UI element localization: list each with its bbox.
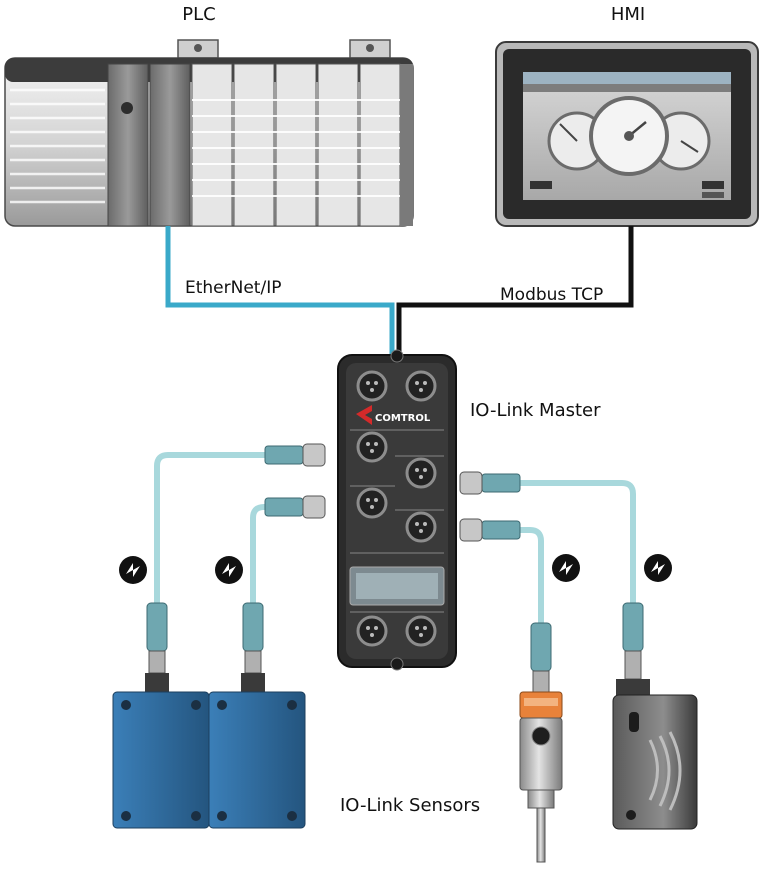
m12-connector-icon — [146, 602, 644, 694]
io-link-master-device: COMTROL — [337, 349, 457, 671]
gauge-icon — [547, 96, 711, 176]
m12-connector-icon — [264, 443, 521, 542]
pressure-sensor — [519, 691, 563, 863]
io-link-symbol-icon — [215, 556, 243, 584]
blue-photoelectric-sensor — [112, 673, 210, 829]
ethernet-ip-label: EtherNet/IP — [185, 278, 281, 298]
io-link-symbol-icon — [644, 554, 672, 582]
io-link-symbol-icon — [552, 554, 580, 582]
brand-label: COMTROL — [375, 413, 431, 424]
io-link-cable — [517, 480, 636, 608]
io-link-cable — [154, 452, 268, 608]
gray-inductive-sensor — [612, 679, 698, 830]
modbus-tcp-cable — [396, 226, 634, 355]
io-link-cable — [517, 527, 544, 628]
io-link-cable — [250, 504, 268, 608]
plc-device — [4, 39, 414, 227]
io-link-sensors-label: IO-Link Sensors — [340, 795, 480, 816]
plc-label: PLC — [182, 4, 215, 25]
modbus-tcp-label: Modbus TCP — [500, 285, 603, 305]
comtrol-logo-icon — [356, 405, 372, 425]
hmi-label: HMI — [611, 4, 645, 25]
io-link-symbol-icon — [119, 556, 147, 584]
hmi-device — [495, 41, 759, 227]
blue-photoelectric-sensor — [208, 673, 306, 829]
ethernet-ip-cable — [165, 226, 395, 355]
io-link-master-label: IO-Link Master — [470, 400, 601, 421]
